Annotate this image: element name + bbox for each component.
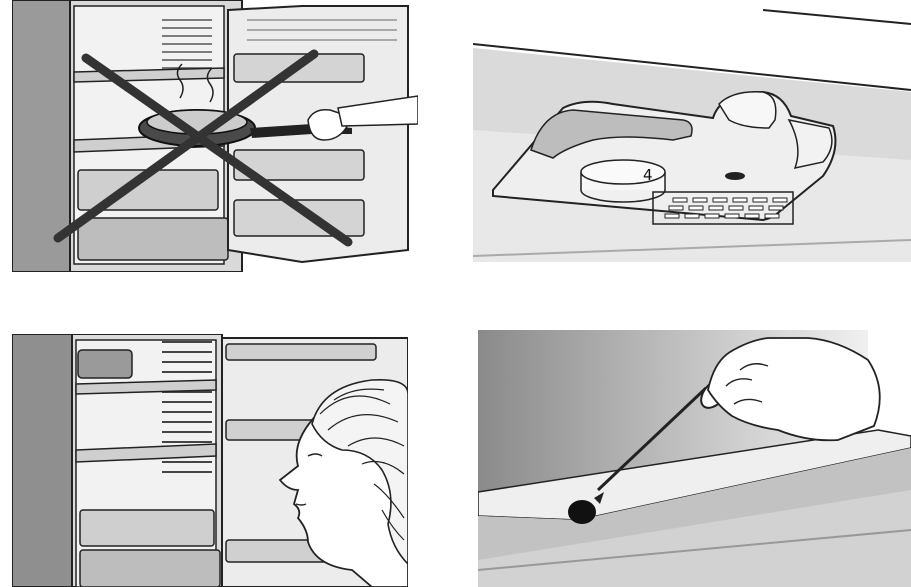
hot-pan-warning-illustration [12,0,418,272]
drain-hole-cleaning-illustration [478,330,911,587]
dial-value-label: 4 [643,166,653,184]
thermostat-dial-illustration: 4 [473,0,911,262]
person-looking-into-fridge-illustration [12,334,408,587]
